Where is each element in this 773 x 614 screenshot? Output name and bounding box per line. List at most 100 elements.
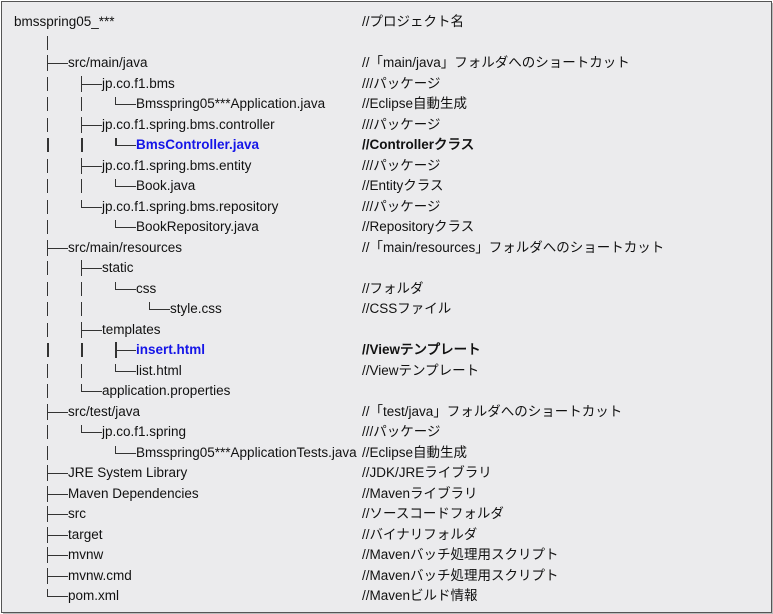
tree-item-comment: ///パッケージ <box>362 116 441 132</box>
tree-branch: list.html <box>47 361 182 381</box>
tree-item-comment: //バイナリフォルダ <box>362 526 478 542</box>
tree-item-name: Book.java <box>136 178 196 193</box>
tree-branch: jp.co.f1.spring.bms.repository <box>47 197 278 217</box>
tree-guide-line <box>115 340 136 360</box>
tree-guide-line <box>47 135 81 155</box>
tree-row: pom.xml//Mavenビルド情報 <box>2 586 771 606</box>
tree-row: src//ソースコードフォルダ <box>2 504 771 524</box>
tree-branch: src <box>47 504 86 524</box>
tree-item-comment: //「test/java」フォルダへのショートカット <box>362 403 623 419</box>
tree-item-comment: ///パッケージ <box>362 75 441 91</box>
tree-item-comment: //Repositoryクラス <box>362 219 475 234</box>
tree-guide-line <box>81 156 102 176</box>
tree-branch <box>47 33 81 53</box>
tree-row: jp.co.f1.spring///パッケージ <box>2 422 771 442</box>
tree-guide-line <box>47 279 81 299</box>
tree-row: jp.co.f1.spring.bms.repository///パッケージ <box>2 197 771 217</box>
tree-row: Bmsspring05***Application.java//Eclipse自… <box>2 94 771 114</box>
tree-branch: mvnw <box>47 545 103 565</box>
tree-row: jp.co.f1.bms ///パッケージ <box>2 74 771 94</box>
tree-row: mvnw.cmd//Mavenバッチ処理用スクリプト <box>2 566 771 586</box>
tree-guide-line <box>47 74 81 94</box>
tree-branch: target <box>47 525 103 545</box>
tree-item-name: Bmsspring05***ApplicationTests.java <box>136 444 357 460</box>
tree-guide-line <box>47 299 81 319</box>
tree-guide-line <box>47 525 68 545</box>
tree-guide-line <box>149 299 170 319</box>
tree-item-comment: //Eclipse自動生成 <box>362 444 468 460</box>
tree-guide-line <box>115 135 136 155</box>
tree-guide-line <box>115 299 149 319</box>
tree-guide-line <box>81 299 115 319</box>
tree-row: JRE System Library//JDK/JREライブラリ <box>2 463 771 483</box>
tree-item-name: mvnw <box>68 547 104 562</box>
tree-item-name: src/main/java <box>68 55 148 70</box>
tree-guide-line <box>47 33 81 53</box>
tree-item-name: BookRepository.java <box>136 219 259 234</box>
tree-item-name: list.html <box>136 362 182 378</box>
tree-item-name: style.css <box>170 301 222 316</box>
tree-item-name: static <box>102 260 134 275</box>
tree-row: src/main/resources //「main/resources」フォルダ… <box>2 238 771 258</box>
tree-item-comment: //Mavenバッチ処理用スクリプト <box>362 567 559 583</box>
tree-row: mvnw//Mavenバッチ処理用スクリプト <box>2 545 771 565</box>
tree-item-name: jp.co.f1.spring.bms.entity <box>102 157 252 173</box>
tree-guide-line <box>47 176 81 196</box>
tree-guide-line <box>47 586 68 606</box>
tree-branch: Bmsspring05***Application.java <box>47 94 325 114</box>
tree-guide-line <box>47 381 81 401</box>
tree-guide-line <box>47 217 81 237</box>
tree-row: css //フォルダ <box>2 279 771 299</box>
tree-guide-line <box>47 463 68 483</box>
tree-item-comment: //Entityクラス <box>362 178 444 193</box>
tree-item-name: css <box>136 280 157 296</box>
tree-guide-line <box>81 422 102 442</box>
tree-guide-line <box>81 217 115 237</box>
tree-guide-line <box>47 545 68 565</box>
tree-branch: src/main/java <box>47 53 148 73</box>
tree-item-comment: //「main/java」フォルダへのショートカット <box>362 55 630 70</box>
tree-item-comment: //フォルダ <box>362 280 424 296</box>
tree-guide-line <box>115 443 136 463</box>
tree-guide-line <box>81 176 115 196</box>
tree-row: list.html //Viewテンプレート <box>2 361 771 381</box>
tree-guide-line <box>47 197 81 217</box>
tree-item-name: bmsspring05_*** <box>14 14 115 29</box>
tree-row: src/main/java //「main/java」フォルダへのショートカット <box>2 53 771 73</box>
tree-guide-line <box>81 443 115 463</box>
tree-item-comment: //プロジェクト名 <box>362 14 465 29</box>
tree-guide-line <box>47 115 81 135</box>
tree-guide-line <box>47 504 68 524</box>
tree-branch: Bmsspring05***ApplicationTests.java <box>47 443 357 463</box>
tree-guide-line <box>47 402 68 422</box>
tree-item-name: src/main/resources <box>68 239 183 255</box>
tree-branch: jp.co.f1.spring.bms.controller <box>47 115 275 135</box>
tree-guide-line <box>47 566 68 586</box>
tree-row: target //バイナリフォルダ <box>2 525 771 545</box>
tree-row: Bmsspring05***ApplicationTests.java //Ecl… <box>2 443 771 463</box>
tree-item-comment: //Viewテンプレート <box>362 362 480 378</box>
tree-guide-line <box>81 361 115 381</box>
tree-branch: jp.co.f1.bms <box>47 74 175 94</box>
tree-guide-line <box>47 94 81 114</box>
tree-row: insert.html//Viewテンプレート <box>2 340 771 360</box>
tree-item-name: templates <box>102 321 161 337</box>
tree-item-comment: //「main/resources」フォルダへのショートカット <box>362 239 665 255</box>
tree-guide-line <box>47 361 81 381</box>
tree-guide-line <box>115 217 136 237</box>
tree-item-comment: //Mavenライブラリ <box>362 485 478 501</box>
tree-branch: jp.co.f1.spring <box>47 422 186 442</box>
tree-guide-line <box>47 258 81 278</box>
tree-item-name: jp.co.f1.bms <box>102 75 175 91</box>
tree-guide-line <box>81 115 102 135</box>
tree-row: src/test/java//「test/java」フォルダへのショートカット <box>2 402 771 422</box>
tree-guide-line <box>47 422 81 442</box>
tree-branch: application.properties <box>47 381 230 401</box>
tree-branch: bmsspring05_*** <box>14 12 115 32</box>
tree-branch: Book.java <box>47 176 195 196</box>
tree-branch: static <box>47 258 134 278</box>
tree-item-comment: //Viewテンプレート <box>362 342 481 357</box>
tree-row: templates <box>2 320 771 340</box>
tree-item-name: pom.xml <box>68 588 120 603</box>
tree-branch: Maven Dependencies <box>47 484 199 504</box>
